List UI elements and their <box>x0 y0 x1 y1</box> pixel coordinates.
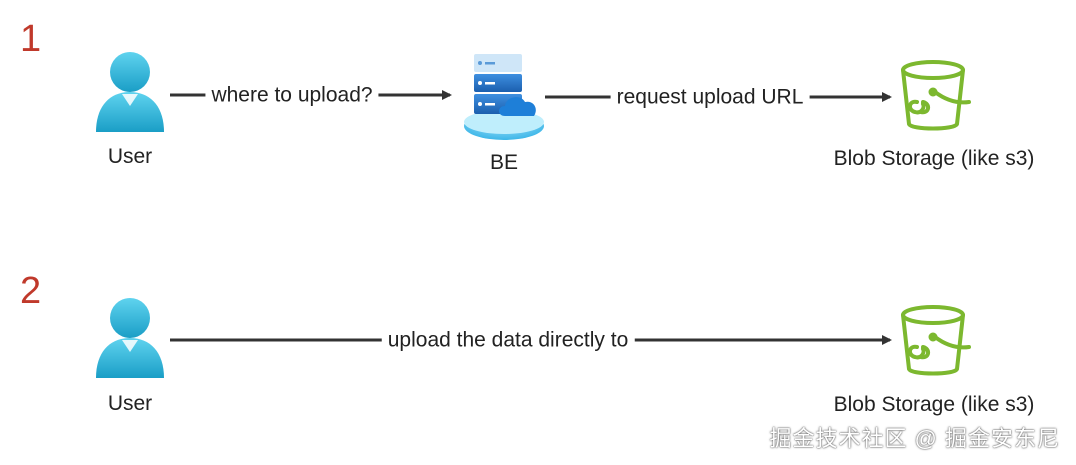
step-number-2: 2 <box>20 270 42 312</box>
server-cloud-icon <box>464 54 544 140</box>
user-icon <box>96 52 164 132</box>
user-icon <box>96 298 164 378</box>
user-label: User <box>107 145 153 168</box>
watermark: 掘金技术社区 @ 掘金安东尼 <box>769 426 1060 451</box>
be-label: BE <box>489 151 519 174</box>
user-label: User <box>107 392 153 415</box>
edge-label-upload-directly: upload the data directly to <box>381 328 635 352</box>
edge-label-where-to-upload: where to upload? <box>205 83 379 107</box>
bucket-icon <box>901 305 971 376</box>
blob-storage-label: Blob Storage (like s3) <box>833 393 1035 416</box>
step-number-1: 1 <box>20 18 42 60</box>
edge-label-request-upload-url: request upload URL <box>610 85 810 109</box>
bucket-icon <box>901 60 971 131</box>
blob-storage-label: Blob Storage (like s3) <box>833 147 1035 170</box>
